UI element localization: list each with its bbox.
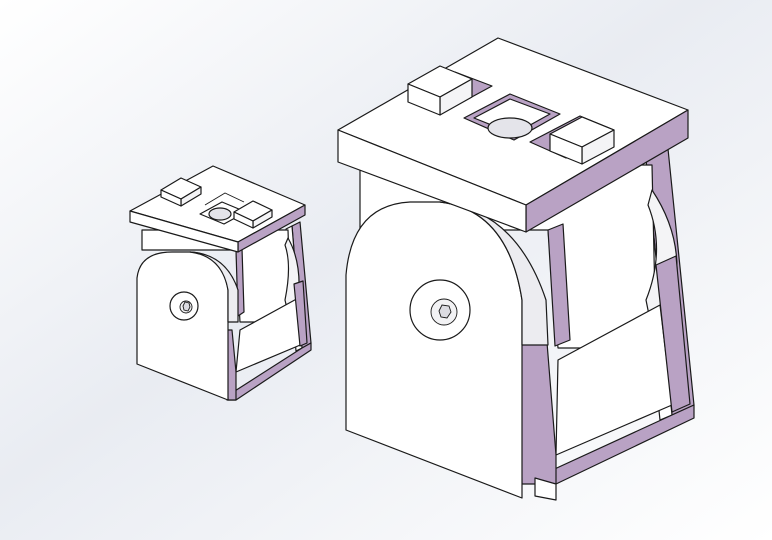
large-arched-plate <box>345 201 549 499</box>
small-arched-plate <box>136 251 239 401</box>
large-top-features <box>407 65 615 165</box>
large-frame-front <box>519 223 695 501</box>
large-bracket-assembly[interactable] <box>337 37 695 501</box>
small-top-features <box>160 177 273 229</box>
small-bracket-assembly[interactable] <box>129 165 312 401</box>
